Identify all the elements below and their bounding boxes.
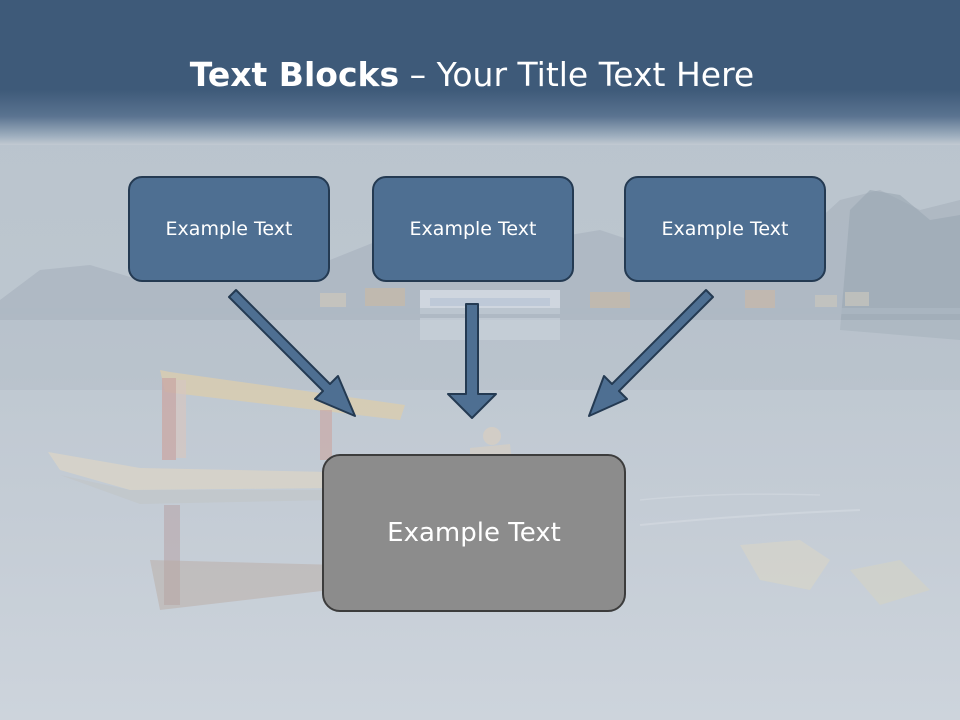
text-block-bottom[interactable]: Example Text	[322, 454, 626, 612]
arrow-down-right-icon	[228, 289, 356, 417]
title-dash: –	[399, 55, 437, 94]
slide-title[interactable]: Text Blocks – Your Title Text Here	[0, 54, 944, 96]
arrow-down-left-icon	[588, 289, 714, 417]
text-block-3-label: Example Text	[661, 218, 789, 240]
text-block-2[interactable]: Example Text	[372, 176, 574, 282]
text-block-1[interactable]: Example Text	[128, 176, 330, 282]
text-block-1-label: Example Text	[165, 218, 293, 240]
title-bar	[0, 0, 960, 145]
text-block-bottom-label: Example Text	[387, 518, 561, 548]
text-block-2-label: Example Text	[409, 218, 537, 240]
text-block-3[interactable]: Example Text	[624, 176, 826, 282]
title-rest: Your Title Text Here	[436, 55, 755, 94]
arrow-down-icon	[447, 303, 497, 419]
title-bold: Text Blocks	[189, 55, 400, 94]
